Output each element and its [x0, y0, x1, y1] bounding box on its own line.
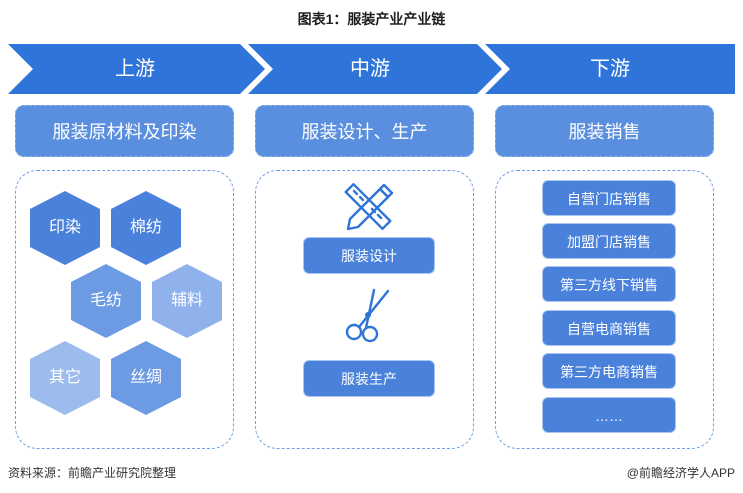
stage-arrow-midstream	[248, 44, 502, 94]
downstream-item-more: ……	[542, 397, 676, 433]
downstream-item-third-party-ecommerce: 第三方电商销售	[542, 353, 676, 389]
hex-label-sichou: 丝绸	[129, 369, 162, 386]
midstream-item-design: 服装设计	[303, 237, 435, 274]
brand-text: @前瞻经济学人APP	[626, 466, 735, 480]
hex-label-yinran: 印染	[48, 219, 81, 236]
stage-label-downstream: 下游	[590, 58, 630, 80]
downstream-item-third-party-offline: 第三方线下销售	[542, 266, 676, 302]
source-note: 资料来源：前瞻产业研究院整理	[8, 466, 177, 480]
brand-credit: @前瞻经济学人APP	[627, 464, 735, 481]
downstream-item-franchise-store: 加盟门店销售	[542, 223, 676, 259]
upstream-panel	[15, 170, 234, 449]
stage-arrow-bar	[8, 44, 735, 94]
hex-label-qita: 其它	[48, 369, 81, 386]
stage-arrow-downstream	[485, 44, 735, 94]
downstream-item-own-store: 自营门店销售	[542, 180, 676, 216]
category-upstream: 服装原材料及印染	[15, 105, 234, 157]
category-downstream: 服装销售	[495, 105, 714, 157]
hex-label-fuliao: 辅料	[170, 292, 203, 309]
scissors-icon	[345, 288, 390, 343]
hex-label-mianfang: 棉纺	[129, 219, 162, 236]
midstream-panel	[255, 170, 474, 449]
downstream-panel	[495, 170, 714, 449]
stage-label-upstream: 上游	[115, 58, 155, 80]
pencil-ruler-icon	[344, 183, 394, 231]
midstream-item-production: 服装生产	[303, 360, 435, 397]
hex-label-maofang: 毛纺	[89, 292, 122, 309]
stage-arrow-upstream	[8, 44, 265, 94]
stage-label-midstream: 中游	[350, 58, 390, 80]
category-midstream: 服装设计、生产	[255, 105, 474, 157]
chart-title: 图表1：服装产业产业链	[297, 11, 446, 27]
downstream-item-own-ecommerce: 自营电商销售	[542, 310, 676, 346]
